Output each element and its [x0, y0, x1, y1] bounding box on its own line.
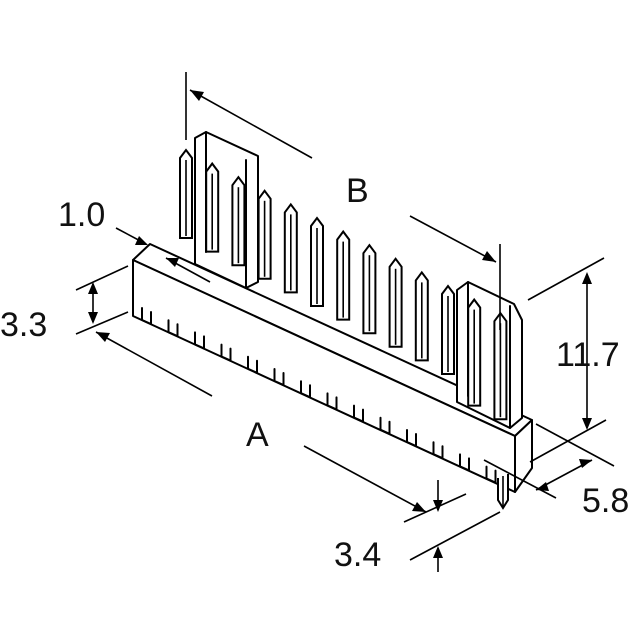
housing-notch — [406, 429, 417, 447]
housing-notch — [326, 392, 338, 411]
housing-notch — [273, 368, 285, 386]
label-body-height: 3.3 — [0, 306, 47, 344]
label-pin-tail: 3.4 — [334, 536, 381, 574]
housing-notch — [459, 453, 470, 472]
label-total-height: 11.7 — [556, 336, 620, 374]
housing-notch — [220, 343, 232, 362]
dim-a: A — [95, 331, 467, 523]
label-depth: 5.8 — [582, 482, 629, 520]
dim-depth: 5.8 — [483, 423, 629, 520]
housing-notch — [141, 307, 152, 325]
label-b: B — [346, 172, 369, 210]
housing-notch — [353, 404, 364, 423]
label-pitch: 1.0 — [58, 196, 105, 234]
housing-notch — [300, 380, 311, 399]
housing-notch — [432, 441, 444, 460]
housing-end-face — [514, 419, 533, 493]
latch-right — [456, 281, 523, 429]
pin-tail — [497, 474, 509, 510]
dim-pitch: 1.0 — [58, 196, 211, 283]
housing-notch — [379, 416, 391, 435]
housing-notch — [247, 355, 258, 374]
pins — [179, 148, 508, 421]
label-a: A — [246, 416, 269, 454]
dim-b: B — [185, 72, 501, 330]
housing — [132, 243, 533, 493]
latch-left — [194, 131, 259, 289]
housing-notch — [167, 319, 179, 338]
dim-pin-tail: 3.4 — [334, 480, 501, 574]
housing-notch — [194, 331, 205, 350]
dim-body-height: 3.3 — [0, 265, 129, 344]
dim-total-height: 11.7 — [527, 257, 620, 463]
housing-notch — [485, 465, 497, 484]
housing-notches — [141, 307, 497, 484]
